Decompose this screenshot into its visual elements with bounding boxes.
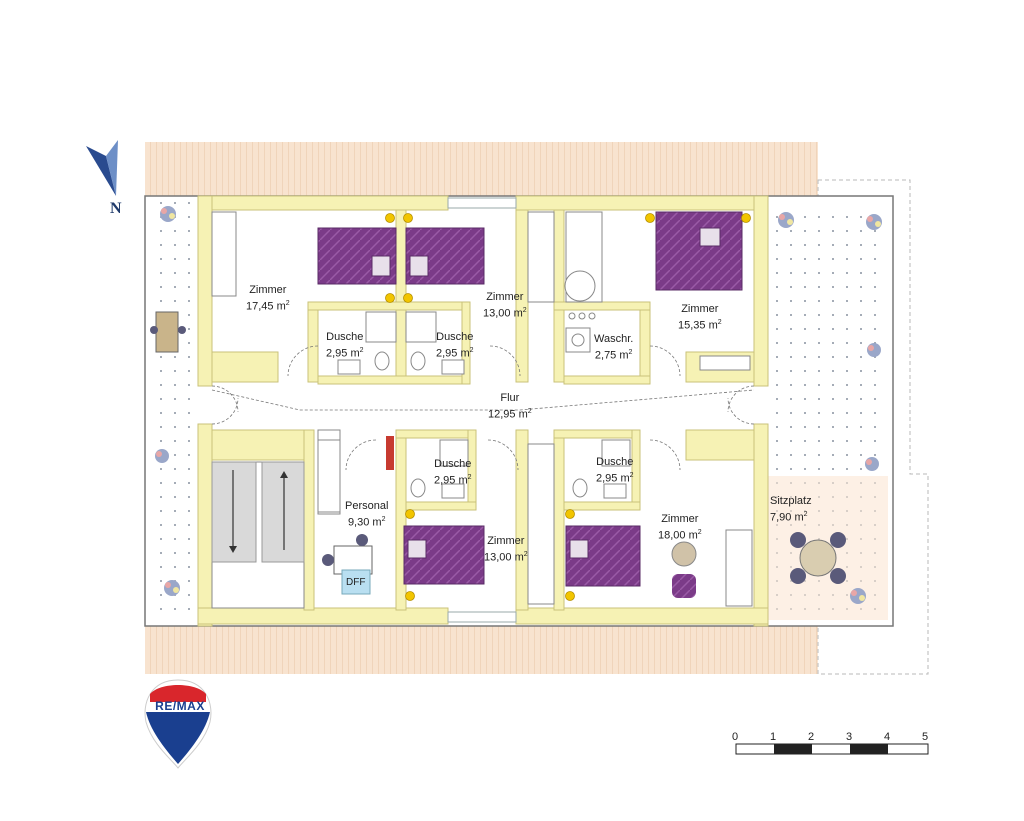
- roof-overhang-east: [817, 179, 929, 675]
- radiator: [386, 436, 394, 470]
- flower-pots: [155, 206, 882, 604]
- room-label-personal: Personal 9,30 m2: [345, 500, 389, 529]
- room-label-zimmer-n-mid: Zimmer 13,00 m2: [483, 291, 527, 320]
- door-swings: [211, 345, 755, 471]
- room-label-dusche-n2: Dusche 2,95 m2: [436, 331, 474, 360]
- staircase: [211, 461, 305, 609]
- walls: [197, 195, 769, 627]
- room-label-zimmer-se: Zimmer 18,00 m2: [658, 513, 702, 542]
- bedside-lamps: [385, 213, 751, 601]
- sitzplatz-table: [790, 532, 846, 584]
- remax-brand-text: RE/MAX: [155, 699, 205, 713]
- room-label-zimmer-s-mid: Zimmer 13,00 m2: [484, 535, 528, 564]
- dff-label: DFF: [346, 577, 366, 588]
- bathroom-fixtures: [337, 270, 631, 499]
- room-label-dusche-s2: Dusche 2,95 m2: [596, 456, 634, 485]
- scale-tick-1: 1: [770, 731, 777, 743]
- remax-balloon-logo: [144, 679, 212, 769]
- scale-tick-2: 2: [808, 731, 815, 743]
- room-label-zimmer-ne: Zimmer 15,35 m2: [678, 303, 722, 332]
- scale-tick-0: 0: [732, 731, 739, 743]
- terrace-table-west: [150, 311, 186, 353]
- room-label-waschr: Waschr. 2,75 m2: [594, 333, 634, 362]
- compass-arrow-icon: [86, 140, 118, 196]
- scale-tick-3: 3: [846, 731, 853, 743]
- beds: [317, 211, 743, 587]
- personal-shelf: [317, 439, 341, 513]
- compass-north-letter: N: [110, 200, 122, 217]
- room-label-zimmer-nw: Zimmer 17,45 m2: [246, 284, 290, 313]
- scale-bar: [735, 743, 929, 755]
- armchair: [671, 541, 697, 598]
- room-label-dusche-s1: Dusche 2,95 m2: [434, 458, 472, 487]
- terrace-west: [150, 200, 198, 622]
- windows: [447, 197, 517, 623]
- room-label-sitzplatz: Sitzplatz 7,90 m2: [770, 495, 812, 524]
- remax-tagline: Leben & Arbeiten: [160, 713, 200, 719]
- room-label-flur: Flur 12,95 m2: [488, 392, 532, 421]
- personal-desk: [322, 534, 373, 595]
- scale-tick-5: 5: [922, 731, 929, 743]
- room-label-dusche-n1: Dusche 2,95 m2: [326, 331, 364, 360]
- scale-tick-4: 4: [884, 731, 891, 743]
